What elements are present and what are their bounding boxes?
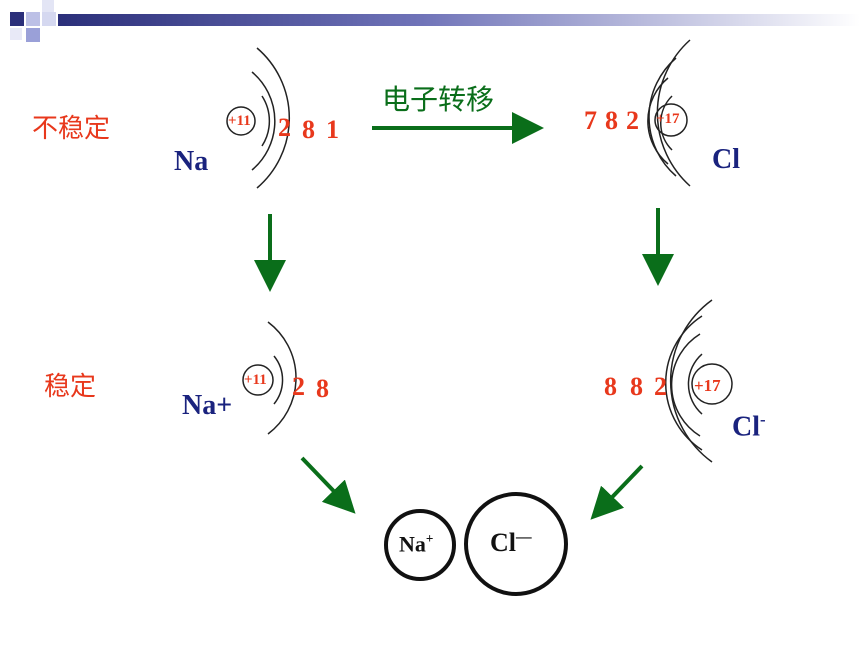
na-atom-diagram (226, 47, 291, 189)
na-nucleus-charge: +11 (228, 113, 251, 129)
electron-transfer-label: 电子转移 (382, 83, 495, 116)
na-ion-symbol: Na+ (182, 390, 233, 421)
na-ion-shell-1: 2 (292, 372, 305, 401)
cl-symbol: Cl (712, 144, 740, 175)
cl-ion-shell-middle: 8 (630, 372, 643, 401)
na-ion-to-compound-arrow (300, 456, 356, 514)
na-ion-nucleus-charge: +11 (244, 372, 267, 388)
na-shell-2: 8 (302, 115, 315, 144)
cl-nucleus-charge: +17 (656, 111, 680, 127)
compound-cl-charge: — (516, 528, 532, 546)
cl-shell-middle: 8 (605, 106, 618, 135)
cl-ion-shell-outer: 8 (604, 372, 617, 401)
na-symbol: Na (174, 146, 209, 177)
na-ion-circle (384, 509, 456, 581)
cl-atom-diagram (647, 39, 691, 187)
compound-na-charge: + (425, 531, 434, 546)
compound-na-label: Na+ (399, 531, 434, 557)
na-shell-3: 1 (326, 115, 339, 144)
cl-ion-charge: - (760, 410, 766, 429)
header-decoration (10, 0, 860, 42)
cl-ion-shell-inner: 2 (654, 372, 667, 401)
cl-ion-nucleus-charge: +17 (694, 376, 721, 395)
cl-ion-diagram (664, 299, 733, 463)
cl-shell-outer: 7 (584, 106, 597, 135)
cl-ion-symbol: Cl- (732, 410, 766, 443)
unstable-label: 不稳定 (32, 114, 111, 144)
cl-ion-to-compound-arrow (590, 464, 644, 520)
na-shell-1: 2 (278, 113, 291, 142)
na-ion-diagram (242, 321, 297, 435)
na-ion-shell-2: 8 (316, 374, 329, 403)
cl-shell-inner: 2 (626, 106, 639, 135)
stable-label: 稳定 (44, 372, 97, 402)
cl-ion-circle (464, 492, 568, 596)
compound-cl-label: Cl— (490, 528, 532, 557)
